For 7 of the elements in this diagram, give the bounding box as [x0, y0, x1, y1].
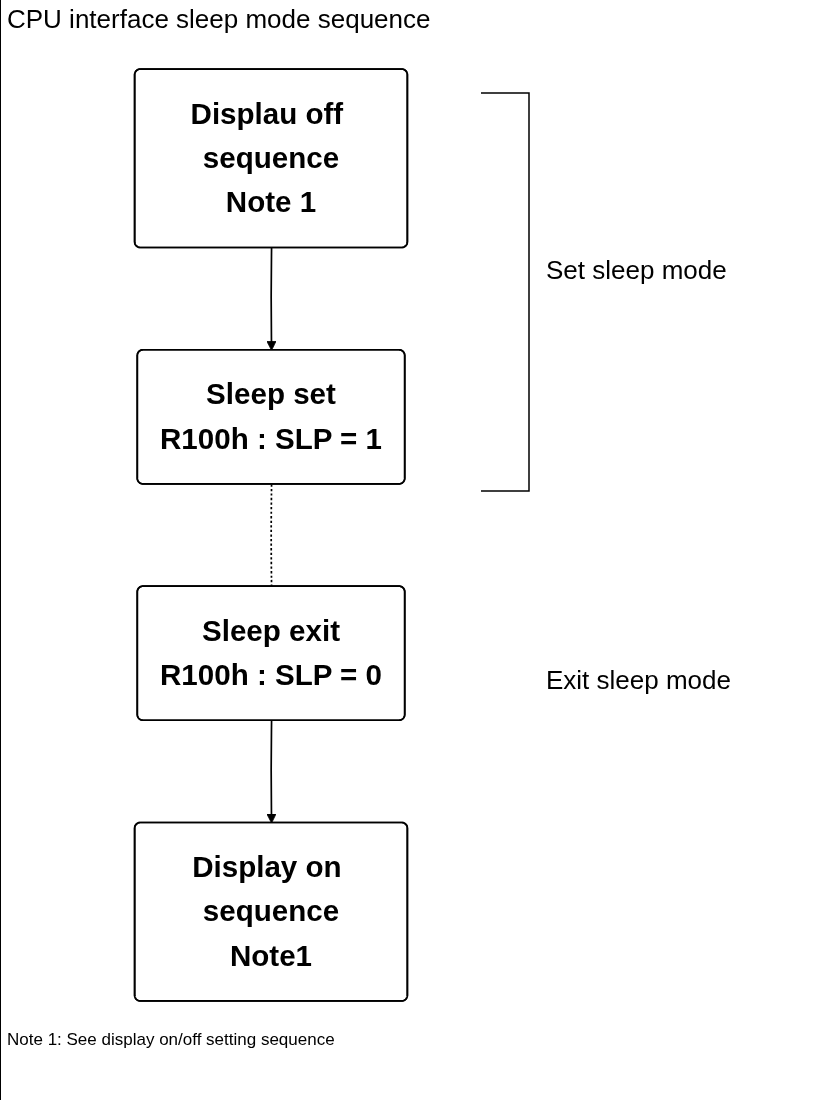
side-label: Exit sleep mode: [546, 665, 731, 696]
arrow: [266, 719, 277, 824]
diagram-title: CPU interface sleep mode sequence: [7, 4, 431, 35]
arrow: [266, 247, 277, 351]
footnote: Note 1: See display on/off setting sequence: [7, 1030, 335, 1050]
connector: [270, 483, 273, 588]
side-label: Set sleep mode: [546, 255, 727, 286]
